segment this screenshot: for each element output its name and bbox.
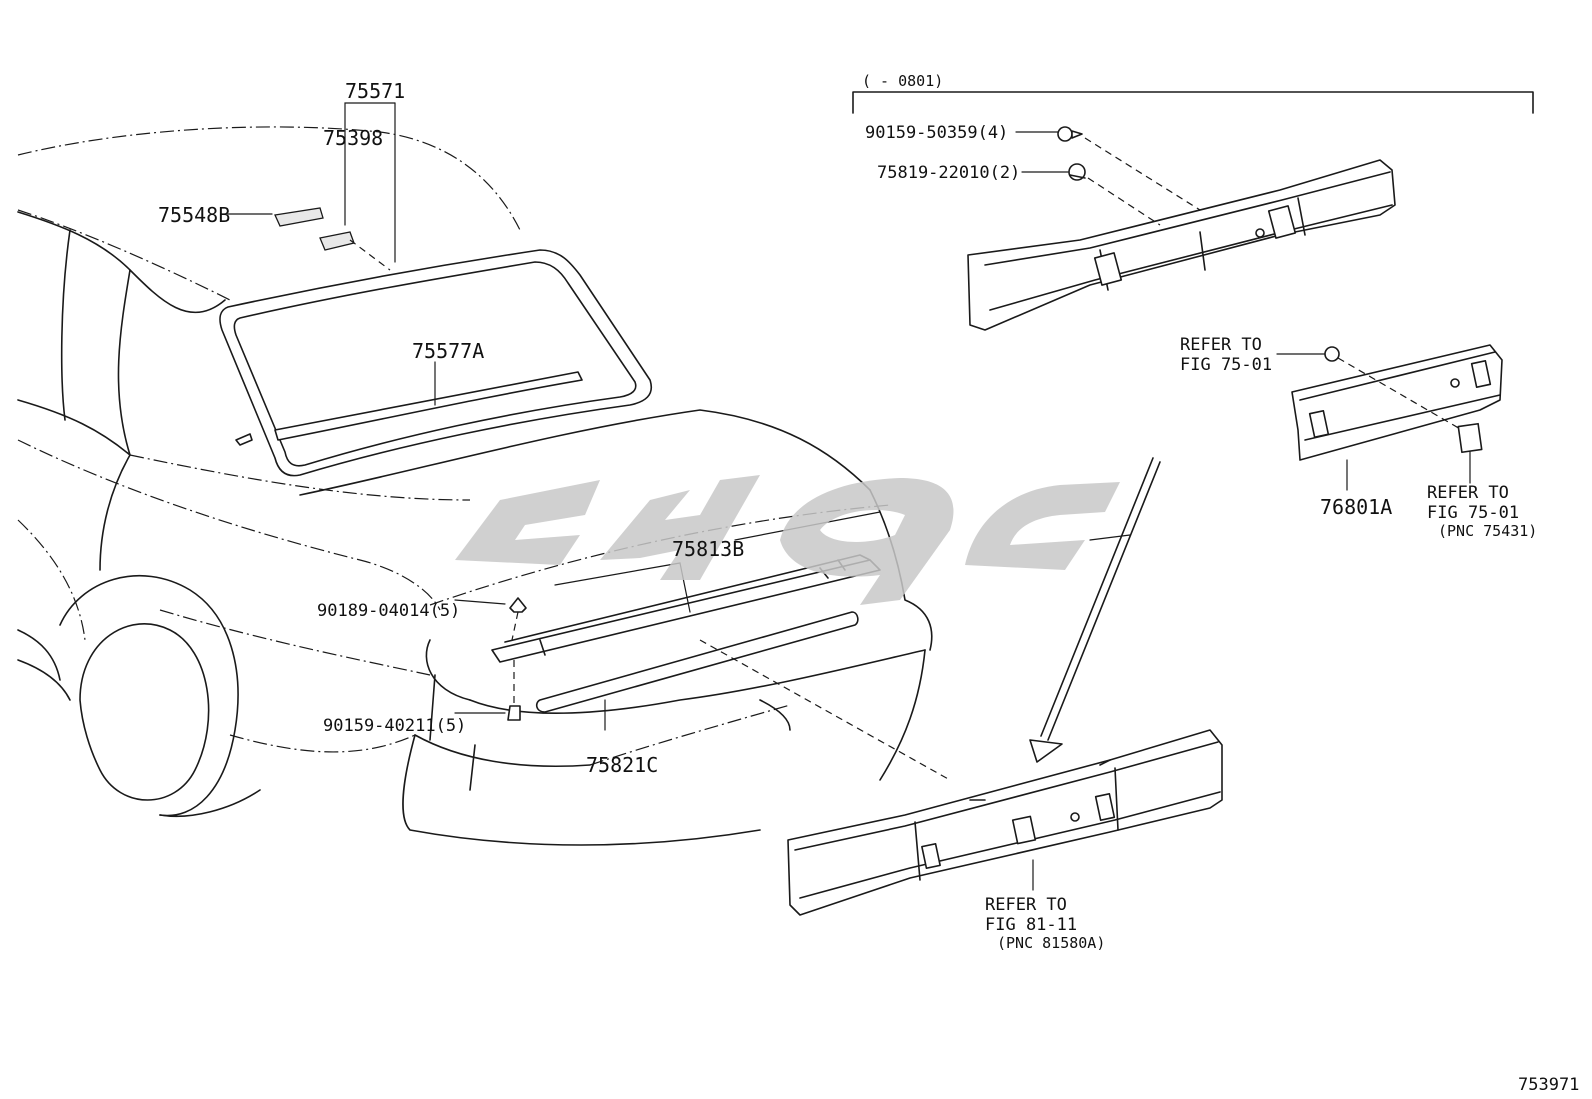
label-75819-22010: 75819-22010(2): [877, 163, 1020, 183]
label-refer-a-1: REFER TO: [1180, 335, 1262, 355]
garnish-panel-76801a: [1291, 344, 1503, 461]
clip-90159-40211: [507, 660, 521, 721]
label-refer-c-1: REFER TO: [985, 895, 1067, 915]
label-refer-c-2: FIG 81-11: [985, 915, 1077, 935]
figure-number: 753971: [1518, 1075, 1579, 1095]
bolt-90159-50359: [1057, 126, 1083, 142]
garnish-panel-upper: [967, 159, 1396, 331]
moulding-75821c: [535, 611, 859, 713]
label-refer-b-2: FIG 75-01: [1427, 503, 1519, 523]
emblem-75548b: [274, 207, 324, 227]
label-75577a: 75577A: [412, 339, 484, 363]
label-75571: 75571: [345, 79, 405, 103]
lamp-refer-b: [1457, 422, 1483, 454]
label-90189-04014: 90189-04014(5): [317, 601, 460, 621]
clip-90189: [509, 597, 527, 641]
label-refer-b-1: REFER TO: [1427, 483, 1509, 503]
label-refer-c-pnc: (PNC 81580A): [997, 934, 1105, 952]
garnish-panel-lower: [787, 729, 1223, 916]
label-90159-50359: 90159-50359(4): [865, 123, 1008, 143]
emblem-75398: [319, 231, 355, 251]
range-bracket: [852, 91, 1534, 114]
label-75821c: 75821C: [586, 753, 658, 777]
label-75813b: 75813B: [672, 537, 744, 561]
car-body-outline: [17, 126, 933, 846]
rear-window-glass: [219, 249, 652, 477]
label-range: ( - 0801): [862, 72, 943, 90]
label-76801a: 76801A: [1320, 495, 1392, 519]
label-75548b: 75548B: [158, 203, 230, 227]
clip-75819: [1068, 163, 1086, 181]
label-90159-40211: 90159-40211(5): [323, 716, 466, 736]
watermark-logo: [455, 475, 1120, 605]
nut-refer-a: [1324, 346, 1340, 362]
label-75398: 75398: [323, 126, 383, 150]
label-refer-b-pnc: (PNC 75431): [1438, 522, 1537, 540]
label-refer-a-2: FIG 75-01: [1180, 355, 1272, 375]
